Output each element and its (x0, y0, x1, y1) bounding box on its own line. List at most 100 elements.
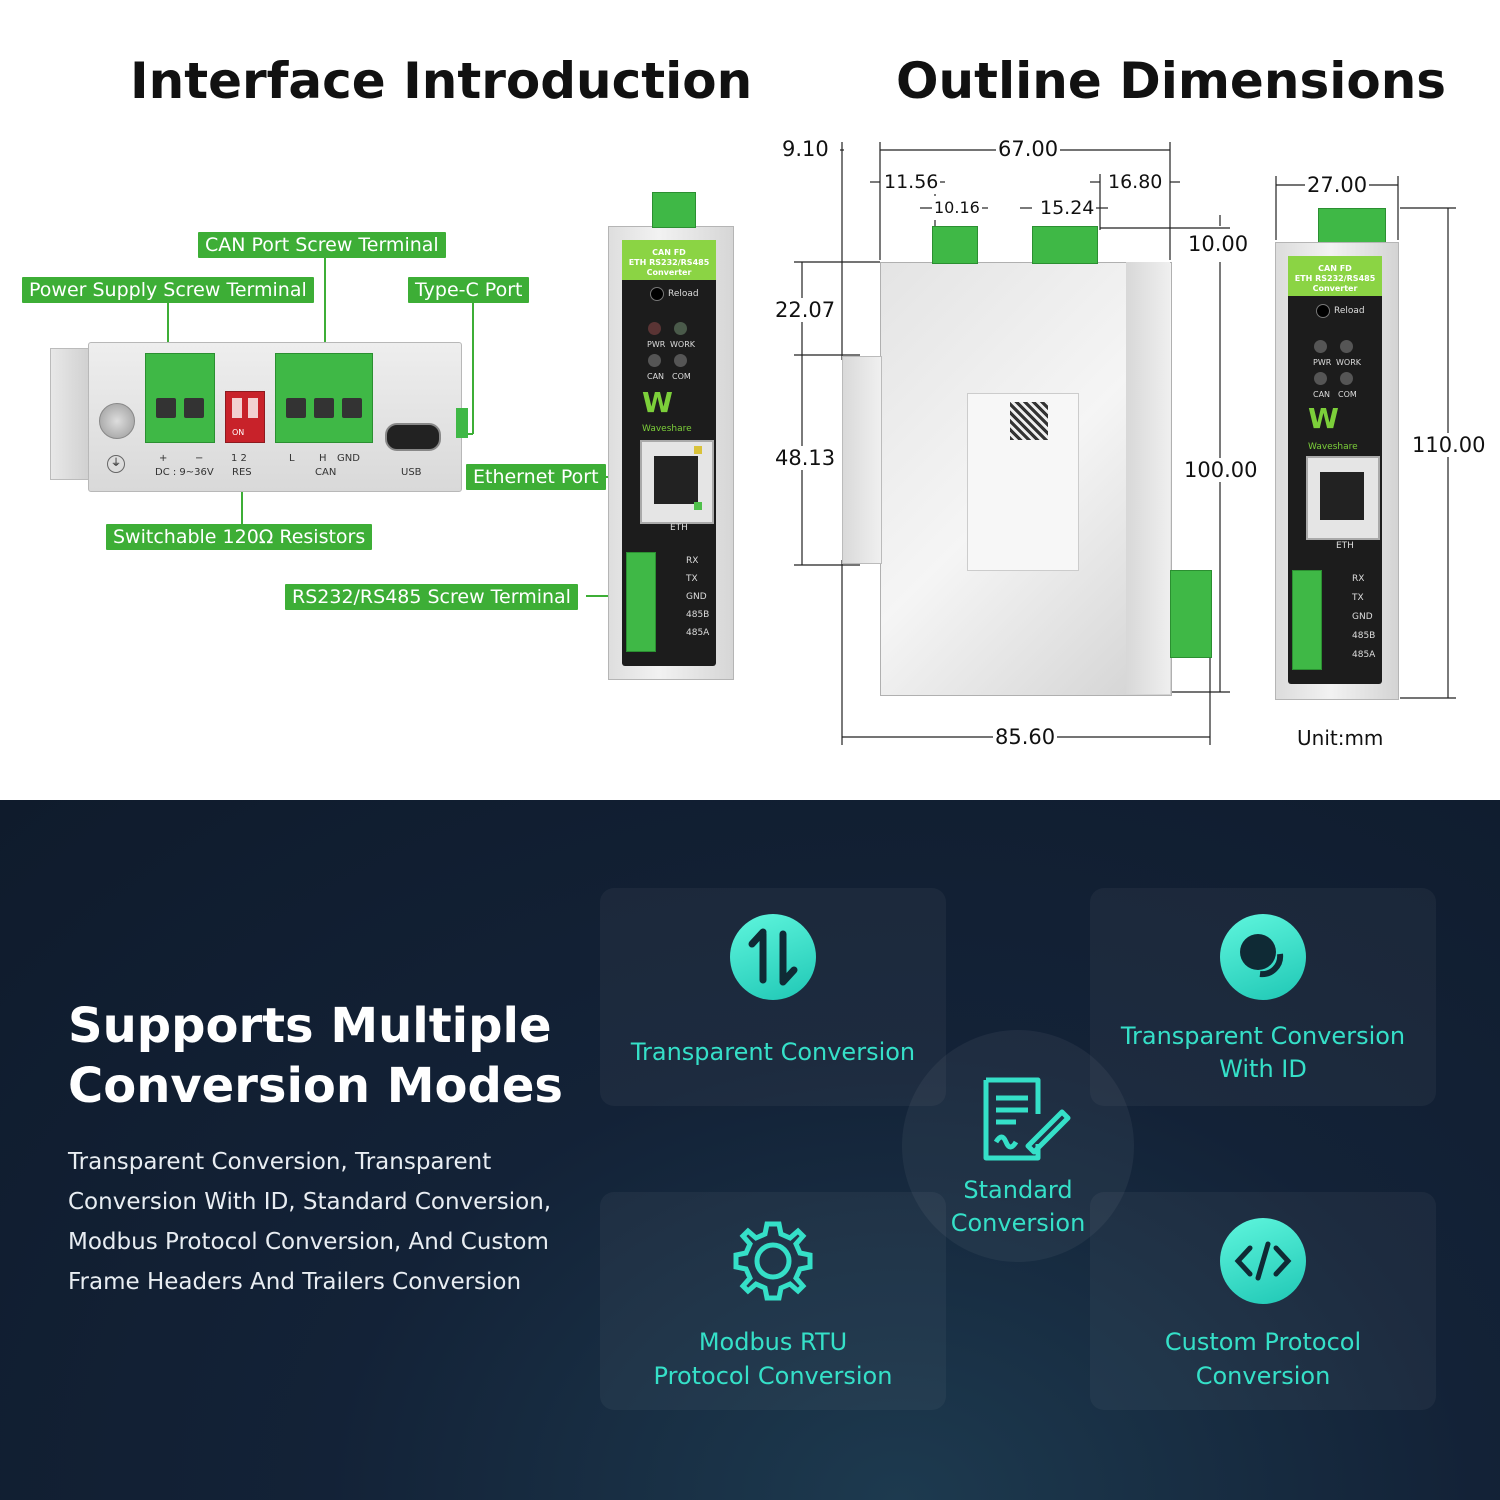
reload-label: Reload (668, 289, 699, 299)
device-side-view (880, 262, 1172, 696)
mode-4-label-line2: Protocol Conversion (653, 1362, 893, 1390)
power-supply-callout: Power Supply Screw Terminal (22, 277, 314, 303)
ethernet-port[interactable] (640, 440, 714, 524)
right-can-led (1314, 372, 1327, 385)
can-terminal-block (275, 353, 373, 443)
overlap-circles-icon (1220, 914, 1306, 1000)
dim-16-80: 16.80 (1106, 170, 1165, 194)
dc-voltage-label: DC : 9~36V (155, 467, 214, 478)
mode-card-custom[interactable]: Custom Protocol Conversion (1090, 1192, 1436, 1410)
ground-symbol-icon: ⏚ (107, 455, 125, 473)
document-sign-icon (976, 1074, 1072, 1164)
mode-3-label-line1: Standard (963, 1176, 1073, 1204)
right-pwr-label: PWR (1313, 358, 1332, 367)
mode-2-label-line1: Transparent Conversion (1120, 1022, 1406, 1050)
right-rx-label: RX (1352, 574, 1365, 584)
right-top-terminal (1318, 208, 1386, 244)
com-led (674, 354, 687, 367)
device-side-edge (1126, 262, 1170, 694)
type-c-callout: Type-C Port (408, 277, 530, 303)
model-label: CAN FD ETH RS232/RS485 Converter (622, 240, 716, 280)
power-terminal-block (145, 353, 215, 443)
rs232-rs485-callout: RS232/RS485 Screw Terminal (285, 584, 578, 610)
com-led-label: COM (672, 372, 691, 381)
dim-22-07: 22.07 (773, 298, 838, 322)
mode-card-transparent[interactable]: Transparent Conversion (600, 888, 946, 1106)
mode-card-standard[interactable]: Standard Conversion (902, 1030, 1134, 1262)
gear-icon (728, 1216, 818, 1306)
dim-110-00: 110.00 (1410, 433, 1488, 457)
right-485b-label: 485B (1352, 631, 1376, 641)
dim-85-60: 85.60 (993, 725, 1058, 749)
mode-1-label: Transparent Conversion (630, 1038, 916, 1066)
mode-2-label-line2: With ID (1219, 1055, 1307, 1083)
right-can-led-label: CAN (1313, 390, 1331, 399)
right-tx-label: TX (1352, 593, 1364, 603)
mode-card-modbus[interactable]: Modbus RTU Protocol Conversion (600, 1192, 946, 1410)
dim-15-24: 15.24 (1038, 196, 1097, 220)
right-ethernet-port[interactable] (1306, 456, 1380, 540)
interface-introduction-title: Interface Introduction (130, 52, 753, 110)
right-waveshare-logo-icon: W (1308, 402, 1339, 435)
can-label: CAN (315, 467, 337, 478)
right-reload-button[interactable] (1316, 304, 1330, 318)
unit-label: Unit:mm (1297, 726, 1384, 750)
can-h-label: H (319, 453, 327, 464)
modes-description: Transparent Conversion, Transparent Conv… (68, 1149, 552, 1295)
dim-11-56: 11.56 (882, 170, 941, 194)
pwr-led (648, 322, 661, 335)
can-led (648, 354, 661, 367)
right-com-led-label: COM (1338, 390, 1357, 399)
can-port-callout: CAN Port Screw Terminal (198, 232, 446, 258)
res-label: RES (232, 467, 252, 478)
can-gnd-label: GND (337, 453, 360, 464)
dim-100-00: 100.00 (1182, 458, 1260, 482)
side-terminal-edge (456, 408, 468, 438)
switch-on-label: ON (232, 428, 245, 437)
res-dip-switch[interactable]: ON (225, 391, 265, 443)
gnd-label: GND (686, 592, 707, 602)
mode-card-transparent-id[interactable]: Transparent Conversion With ID (1090, 888, 1436, 1106)
right-gnd-label: GND (1352, 612, 1373, 622)
right-reload-label: Reload (1334, 306, 1365, 316)
usb-type-c-port[interactable] (385, 423, 441, 451)
modes-title: Supports Multiple Conversion Modes (68, 996, 563, 1116)
usb-label: USB (401, 467, 422, 478)
code-icon (1220, 1218, 1306, 1304)
right-brand-label: Waveshare (1308, 442, 1358, 452)
power-minus-label: − (195, 453, 204, 464)
ethernet-port-callout: Ethernet Port (466, 464, 606, 490)
rx-label: RX (686, 556, 699, 566)
up-down-arrows-icon (730, 914, 816, 1000)
485b-label: 485B (686, 610, 710, 620)
device-front-panel: CAN FD ETH RS232/RS485 Converter Reload … (622, 240, 716, 666)
tx-label: TX (686, 574, 698, 584)
side-power-terminal (932, 226, 978, 264)
mode-4-label-line1: Modbus RTU (698, 1328, 848, 1356)
right-rs-terminal (1292, 570, 1322, 670)
waveshare-logo-icon: W (642, 386, 673, 419)
reload-button[interactable] (650, 287, 664, 301)
dim-9-10: 9.10 (780, 137, 831, 161)
mode-5-label-line2: Conversion (1195, 1362, 1331, 1390)
mode-3-label-line2: Conversion (950, 1209, 1086, 1237)
right-model-label: CAN FD ETH RS232/RS485 Converter (1288, 256, 1382, 296)
product-label-sticker (967, 393, 1079, 571)
brand-label: Waveshare (642, 424, 692, 434)
res-numbers-label: 1 2 (231, 453, 247, 464)
can-led-label: CAN (647, 372, 665, 381)
dim-48-13: 48.13 (773, 446, 838, 470)
485a-label: 485A (686, 628, 710, 638)
right-device-panel: CAN FD ETH RS232/RS485 Converter Reload … (1288, 256, 1382, 684)
dim-10-16: 10.16 (932, 196, 982, 220)
rs-terminal-block (626, 552, 656, 652)
ground-screw-icon (99, 403, 135, 439)
can-l-label: L (289, 453, 295, 464)
pwr-label: PWR (647, 340, 666, 349)
right-pwr-led (1314, 340, 1327, 353)
modes-title-line1: Supports Multiple (68, 998, 552, 1054)
din-rail-clip (50, 348, 92, 480)
conversion-modes-section: Supports Multiple Conversion Modes Trans… (0, 800, 1500, 1500)
work-led (674, 322, 687, 335)
device-bottom-face: ⏚ + − DC : 9~36V ON 1 2 RES L H GND CAN … (88, 342, 462, 492)
